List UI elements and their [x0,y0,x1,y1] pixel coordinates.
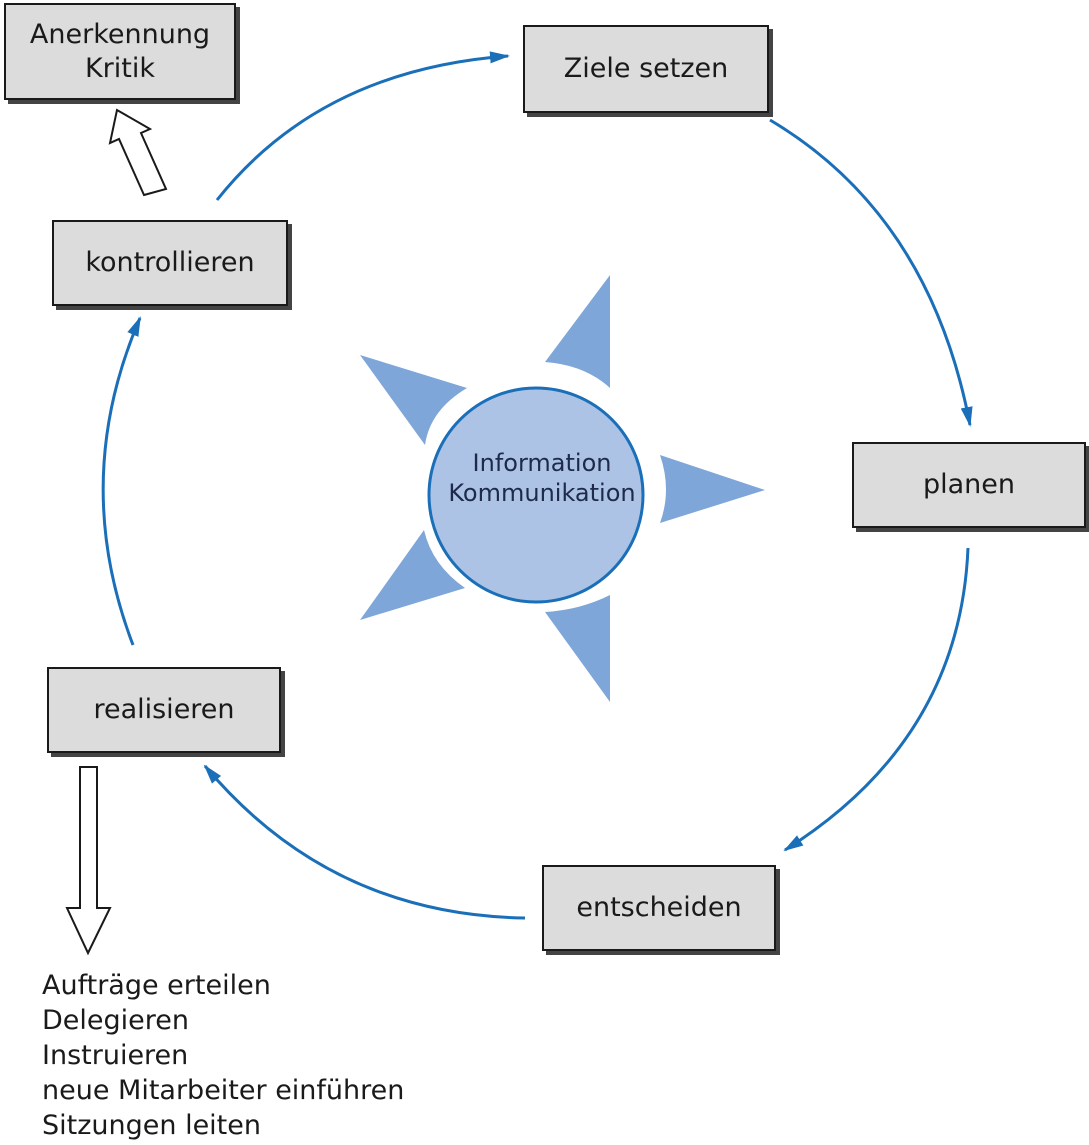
box-plan: planen [852,442,1086,528]
box-recognition-criticism: Anerkennung Kritik [4,3,236,100]
arrow-plan-to-decide [783,547,970,852]
box-realize-label: realisieren [93,694,235,725]
task-item: neue Mitarbeiter einführen [42,1075,405,1106]
arrow-realize-to-control [101,316,142,646]
task-list: Aufträge erteilen Delegieren Instruieren… [42,968,472,1143]
ray-top-right [545,275,610,388]
hollow-arrow-up-icon [108,108,168,197]
box-control: kontrollieren [52,220,288,306]
box-control-label: kontrollieren [85,247,255,278]
box-decide: entscheiden [542,865,776,951]
box-set-goals: Ziele setzen [523,25,769,113]
box-recognition-line-2: Kritik [84,52,155,84]
center-label-line-2: Kommunikation [448,479,636,507]
box-recognition-line-1: Anerkennung [29,18,211,50]
box-decide-label: entscheiden [576,892,742,923]
task-item: Delegieren [42,1005,189,1036]
center-label-line-1: Information [472,449,612,477]
cycle-arrows [101,51,973,920]
ray-right [660,455,765,523]
task-item: Instruieren [42,1040,189,1071]
box-realize: realisieren [47,667,281,753]
arrow-decide-to-realize [203,764,526,920]
ray-bottom-left [360,530,465,620]
sun-rays [360,275,765,702]
arrow-goals-to-plan [769,118,973,427]
box-set-goals-label: Ziele setzen [563,53,729,84]
ray-top-left [360,355,467,445]
box-plan-label: planen [922,469,1016,500]
ray-bottom-right [545,595,610,702]
arrow-control-to-goals [215,51,510,201]
center-label: Information Kommunikation [430,448,654,508]
hollow-arrow-down-icon [65,766,112,956]
task-item: Aufträge erteilen [42,970,271,1001]
center-circle [427,386,645,604]
task-item: Sitzungen leiten [42,1110,261,1141]
